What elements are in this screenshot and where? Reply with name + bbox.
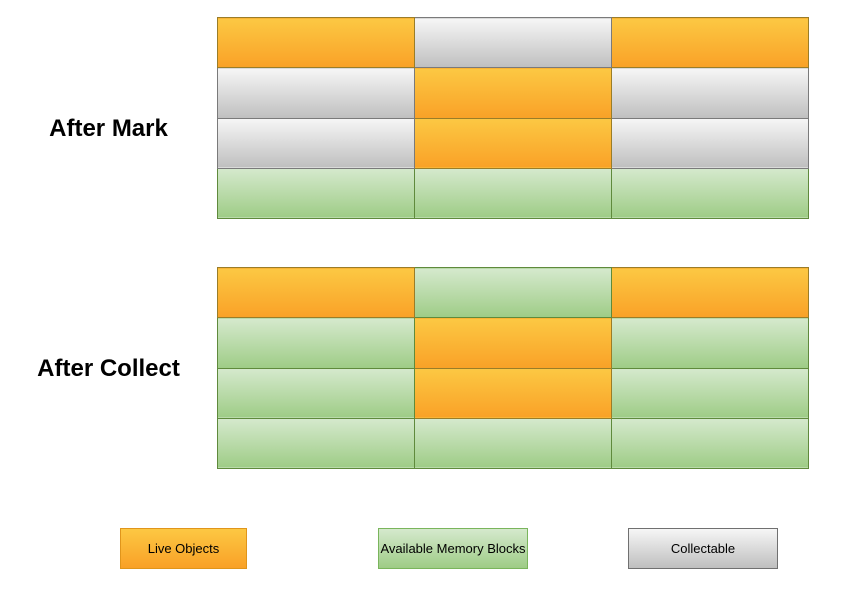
after-collect-label: After Collect [37, 355, 180, 382]
memory-grid-row [217, 266, 809, 319]
legend-collectable-label: Collectable [670, 541, 736, 556]
legend-collectable: Collectable [628, 528, 778, 569]
memory-block-live [611, 266, 809, 319]
memory-grid-row [217, 167, 809, 220]
memory-block-live [414, 67, 612, 119]
memory-block-collectable [611, 67, 809, 119]
legend-live-objects: Live Objects [120, 528, 247, 569]
memory-block-available [217, 417, 415, 470]
memory-grid-row [217, 16, 809, 69]
memory-block-available [414, 167, 612, 220]
memory-block-available [611, 417, 809, 470]
memory-grid-row [217, 367, 809, 419]
memory-block-live [611, 16, 809, 69]
memory-block-available [217, 167, 415, 220]
after-collect-memory-grid [217, 266, 809, 470]
memory-grid-row [217, 117, 809, 169]
memory-block-live [414, 317, 612, 369]
memory-block-collectable [414, 16, 612, 69]
after-mark-memory-grid [217, 16, 809, 220]
memory-grid-row [217, 317, 809, 369]
memory-block-live [414, 367, 612, 419]
legend-live-objects-label: Live Objects [147, 541, 220, 556]
memory-block-available [414, 266, 612, 319]
memory-grid-row [217, 67, 809, 119]
memory-block-available [611, 367, 809, 419]
legend-available-memory-blocks: Available Memory Blocks [378, 528, 528, 569]
memory-block-available [611, 167, 809, 220]
memory-block-available [217, 367, 415, 419]
memory-block-available [611, 317, 809, 369]
after-mark-label: After Mark [49, 115, 168, 142]
legend-available-memory-blocks-label: Available Memory Blocks [380, 541, 526, 556]
memory-block-live [217, 266, 415, 319]
memory-block-collectable [217, 67, 415, 119]
memory-block-collectable [611, 117, 809, 169]
memory-grid-row [217, 417, 809, 470]
memory-block-available [414, 417, 612, 470]
memory-block-collectable [217, 117, 415, 169]
memory-block-live [217, 16, 415, 69]
memory-block-live [414, 117, 612, 169]
memory-block-available [217, 317, 415, 369]
